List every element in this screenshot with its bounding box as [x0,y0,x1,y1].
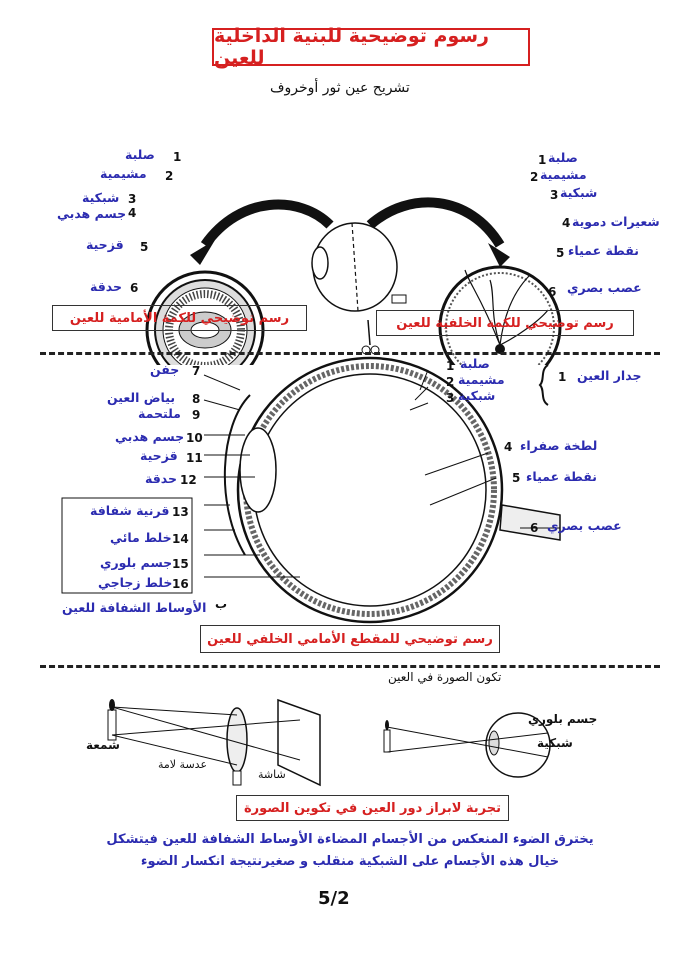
section-caption: رسم توضيحي للمقطع الأمامي الخلفي للعين [200,625,500,653]
crystal-label: جسم بلوري [528,712,598,726]
candle-icon [107,699,117,741]
front-label-2: مشيمية [100,166,147,181]
optic-nerve [499,504,561,541]
back-num-4: 4 [562,216,571,230]
section-left-num-9: 9 [192,408,201,422]
section-left-label-16: خلط زجاجي [98,575,173,590]
nerve-stub [391,294,407,304]
retina-ring [253,373,487,607]
media-bracket [61,497,193,594]
back-num-6: 6 [548,285,557,299]
front-caption: رسم توضيحي للكمة الأمامية للعين [52,305,307,331]
section-left-label-7: جفن [150,362,180,377]
section-left-label-9: ملتحمة [138,406,181,421]
left-arrow-head [190,240,215,265]
wall-label: جدار العين [577,368,642,383]
section-left-num-7: 7 [192,364,201,378]
section-left-label-12: حدقة [145,471,177,486]
cornea-bulge [311,246,329,280]
section-right-label-1: صلبة [460,356,490,371]
page-number: 5/2 [318,888,350,909]
back-label-2: مشيمية [540,167,587,182]
section-right-num-2: 2 [446,375,455,389]
front-label-4: جسم هدبي [57,206,127,221]
back-num-3: 3 [550,188,559,202]
section-left-label-14: خلط مائي [110,530,172,545]
front-label-5: قزحية [86,237,124,252]
section-left-num-14: 14 [172,532,189,546]
right-arrow-head [488,243,510,267]
section-right-label-4: لطخة صفراء [520,438,598,453]
choroid-ring [243,363,497,617]
section-right-label-5: نقطة عمياء [526,469,597,484]
section-left-num-13: 13 [172,505,189,519]
section-left-num-15: 15 [172,557,189,571]
title-box: رسوم توضيحية للبنية الداخلية للعين [212,25,530,69]
page-title: رسوم توضيحية للبنية الداخلية للعين [214,25,489,69]
screen-label: شاشة [258,768,286,781]
section-right-label-6: عصب بصري [547,518,622,533]
eye-lens-icon [488,730,500,756]
back-label-1: صلبة [548,150,578,165]
front-label-6: حدقة [90,279,122,294]
paragraph-line-1: يخترق الضوء المنعكس من الأجسام المضاءة ا… [106,832,594,847]
formation-heading: تكون الصورة في العين [388,670,502,684]
divider-1 [40,352,660,355]
section-right-label-2: مشيمية [458,372,505,387]
formation-caption: تجربة لابراز دور العين في تكوين الصورة [236,795,509,821]
paragraph-line-2: خيال هذه الأجسام على الشبكية منقلب و صغي… [140,854,560,869]
back-label-6: عصب بصري [567,280,642,295]
front-num-3: 3 [128,192,137,206]
section-right-num-4: 4 [504,440,513,454]
back-num-5: 5 [556,246,565,260]
section-left-num-12: 12 [180,473,197,487]
cut-line [351,222,359,312]
formation-figures [107,698,551,787]
section-left-num-11: 11 [186,451,203,465]
back-label-5: نقطة عمياء [568,243,639,258]
front-label-3: شبكية [82,190,120,205]
back-label-4: شعيرات دموية [572,214,660,229]
small-candle-icon [383,720,391,753]
back-label-3: شبكية [560,185,598,200]
section-right-num-5: 5 [512,471,521,485]
right-arrow [366,197,505,248]
section-left-label-8: بياض العين [107,390,176,405]
wall-brace [538,364,549,406]
section-right-num-3: 3 [446,391,455,405]
section-left-label-15: جسم بلوري [100,555,173,570]
front-num-5: 5 [140,240,149,254]
lens-shape [239,427,277,513]
divider-2 [40,665,660,668]
retina-label: شبكية [537,736,573,750]
section-left-num-16: 16 [172,577,189,591]
lens-label: عدسة لامة [158,758,208,771]
back-num-2: 2 [530,170,539,184]
section-right-num-1: 1 [446,359,455,373]
candle-label: شمعة [86,738,120,752]
cornea-curve [223,394,251,556]
back-half-eye [438,265,562,365]
wall-num: 1 [558,370,567,384]
section-right-label-3: شبكية [458,388,496,403]
front-num-4: 4 [128,206,137,220]
section-left-num-10: 10 [186,431,203,445]
section-right-num-6: 6 [530,521,539,535]
section-left-num-8: 8 [192,392,201,406]
front-label-1: صلبة [125,147,155,162]
subtitle: تشريح عين ثور أوخروف [270,80,410,96]
section-left-label-13: قرنية شفافة [90,503,170,518]
back-num-1: 1 [538,153,547,167]
front-num-6: 6 [130,281,139,295]
left-arrow [200,199,334,248]
lens-stand [232,770,242,786]
front-num-1: 1 [173,150,182,164]
section-left-label-11: قزحية [140,448,178,463]
media-letter: ب [215,597,228,611]
section-figure [61,356,561,624]
back-caption: رسم توضيحي للكمة الخلفية للعين [376,310,634,336]
front-num-2: 2 [165,169,174,183]
section-left-label-10: جسم هدبي [115,429,185,444]
media-label: الأوساط الشفافة للعين [62,600,207,615]
